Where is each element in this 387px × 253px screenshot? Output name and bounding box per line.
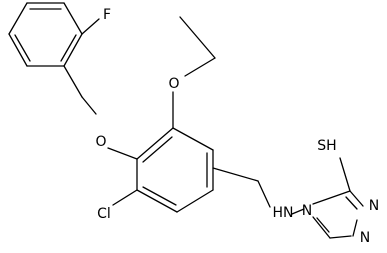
chlorine-label: Cl (97, 206, 111, 222)
benzyl-ch2-bond (63, 65, 83, 98)
triazole-n4-label: N (360, 230, 370, 246)
nh-n-bond (291, 208, 305, 215)
triazole-ring (312, 190, 364, 239)
fluorine-label: F (103, 7, 111, 23)
amine-label: HN (273, 205, 294, 221)
thiol-label: SH (317, 138, 336, 154)
ch2-o-bond (81, 96, 97, 115)
o-ch2-ethoxy-bond (184, 57, 216, 77)
triazole-n2-label: N (369, 198, 379, 214)
aryl-ch2-bond (212, 167, 259, 182)
ch2-nh-bond (257, 180, 271, 208)
triazole-n1-label: N (302, 203, 312, 219)
c-cl-bond (112, 189, 138, 206)
ethyl-bond (179, 16, 216, 59)
central-benzene-ring (136, 127, 214, 213)
ethoxy-oxygen-label: O (168, 76, 179, 92)
benzyloxy-oxygen-label: O (95, 134, 106, 150)
c-f-bond (81, 18, 100, 35)
c-s-bond (339, 157, 351, 192)
o-aryl-bond (107, 147, 138, 160)
fluorophenyl-ring (8, 2, 83, 67)
